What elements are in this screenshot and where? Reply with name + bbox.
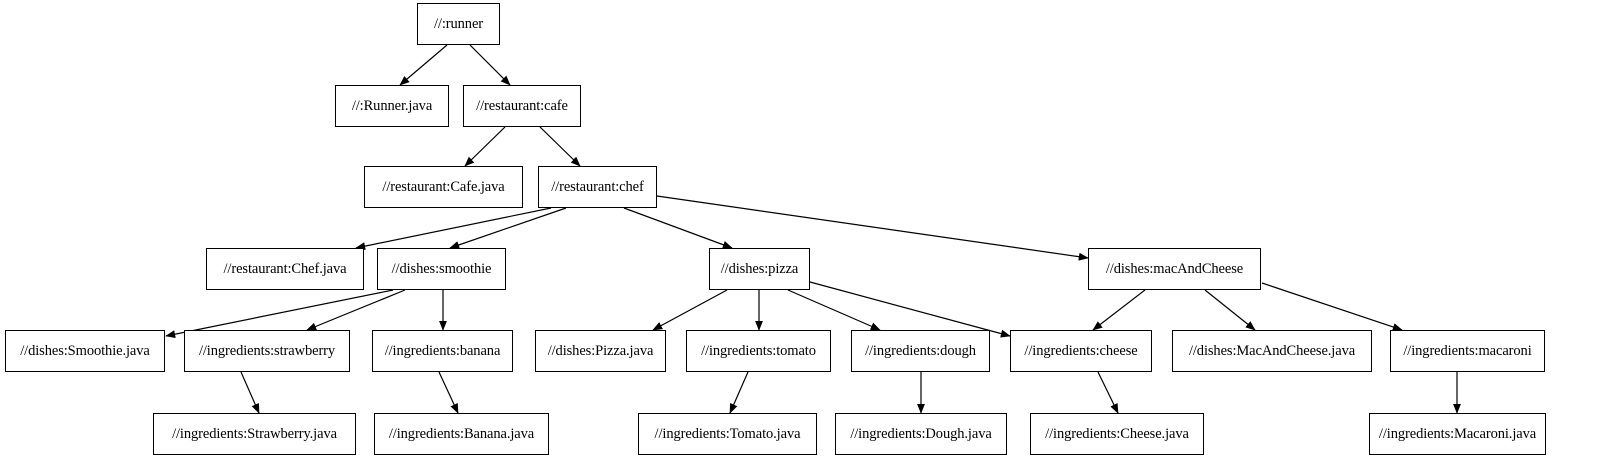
graph-node-label: //ingredients:Dough.java xyxy=(850,425,992,442)
graph-node-label: //restaurant:chef xyxy=(551,178,644,195)
graph-node-chef_java[interactable]: //restaurant:Chef.java xyxy=(206,248,364,290)
graph-node-label: //dishes:MacAndCheese.java xyxy=(1188,342,1356,359)
graph-node-label: //restaurant:Chef.java xyxy=(223,260,347,277)
graph-node-label: //ingredients:Tomato.java xyxy=(654,425,801,442)
graph-node-macaroni[interactable]: //ingredients:macaroni xyxy=(1390,330,1545,372)
graph-node-cheese_java[interactable]: //ingredients:Cheese.java xyxy=(1030,413,1204,455)
graph-node-label: //ingredients:Strawberry.java xyxy=(172,425,337,442)
graph-node-cafe_java[interactable]: //restaurant:Cafe.java xyxy=(364,166,523,208)
graph-node-label: //ingredients:Cheese.java xyxy=(1045,425,1189,442)
graph-node-macandcheese[interactable]: //dishes:macAndCheese xyxy=(1088,248,1261,290)
graph-node-label: //restaurant:cafe xyxy=(476,97,568,114)
graph-node-runner_java[interactable]: //:Runner.java xyxy=(335,85,449,127)
graph-node-label: //ingredients:tomato xyxy=(701,342,816,359)
graph-node-dough[interactable]: //ingredients:dough xyxy=(851,330,990,372)
graph-node-banana_java[interactable]: //ingredients:Banana.java xyxy=(374,413,549,455)
graph-node-tomato_java[interactable]: //ingredients:Tomato.java xyxy=(638,413,817,455)
graph-node-runner[interactable]: //:runner xyxy=(417,3,500,45)
graph-node-label: //ingredients:Macaroni.java xyxy=(1378,425,1537,442)
graph-node-label: //ingredients:cheese xyxy=(1024,342,1138,359)
graph-node-strawberry[interactable]: //ingredients:strawberry xyxy=(184,330,350,372)
graph-node-chef[interactable]: //restaurant:chef xyxy=(538,166,657,208)
graph-node-label: //:Runner.java xyxy=(351,97,433,114)
graph-node-label: //dishes:macAndCheese xyxy=(1105,260,1244,277)
graph-node-banana[interactable]: //ingredients:banana xyxy=(372,330,513,372)
graph-node-smoothie_java[interactable]: //dishes:Smoothie.java xyxy=(5,330,165,372)
graph-node-label: //ingredients:banana xyxy=(384,342,501,359)
graph-node-strawberry_java[interactable]: //ingredients:Strawberry.java xyxy=(153,413,356,455)
graph-node-label: //ingredients:Banana.java xyxy=(388,425,535,442)
graph-node-label: //ingredients:strawberry xyxy=(198,342,336,359)
graph-node-label: //dishes:smoothie xyxy=(391,260,492,277)
graph-node-cheese[interactable]: //ingredients:cheese xyxy=(1010,330,1152,372)
graph-node-label: //restaurant:Cafe.java xyxy=(382,178,505,195)
graph-node-dough_java[interactable]: //ingredients:Dough.java xyxy=(835,413,1007,455)
graph-node-cafe[interactable]: //restaurant:cafe xyxy=(463,85,581,127)
graph-node-macaroni_java[interactable]: //ingredients:Macaroni.java xyxy=(1369,413,1546,455)
graph-node-tomato[interactable]: //ingredients:tomato xyxy=(686,330,831,372)
graph-node-label: //dishes:Pizza.java xyxy=(547,342,654,359)
graph-node-label: //ingredients:macaroni xyxy=(1403,342,1532,359)
graph-node-label: //dishes:pizza xyxy=(720,260,799,277)
graph-node-pizza_java[interactable]: //dishes:Pizza.java xyxy=(535,330,666,372)
graph-node-label: //dishes:Smoothie.java xyxy=(20,342,150,359)
graph-node-macandcheese_java[interactable]: //dishes:MacAndCheese.java xyxy=(1172,330,1372,372)
graph-node-label: //:runner xyxy=(433,15,484,32)
graph-node-label: //ingredients:dough xyxy=(865,342,976,359)
graph-node-pizza[interactable]: //dishes:pizza xyxy=(709,248,810,290)
graph-node-smoothie[interactable]: //dishes:smoothie xyxy=(377,248,506,290)
